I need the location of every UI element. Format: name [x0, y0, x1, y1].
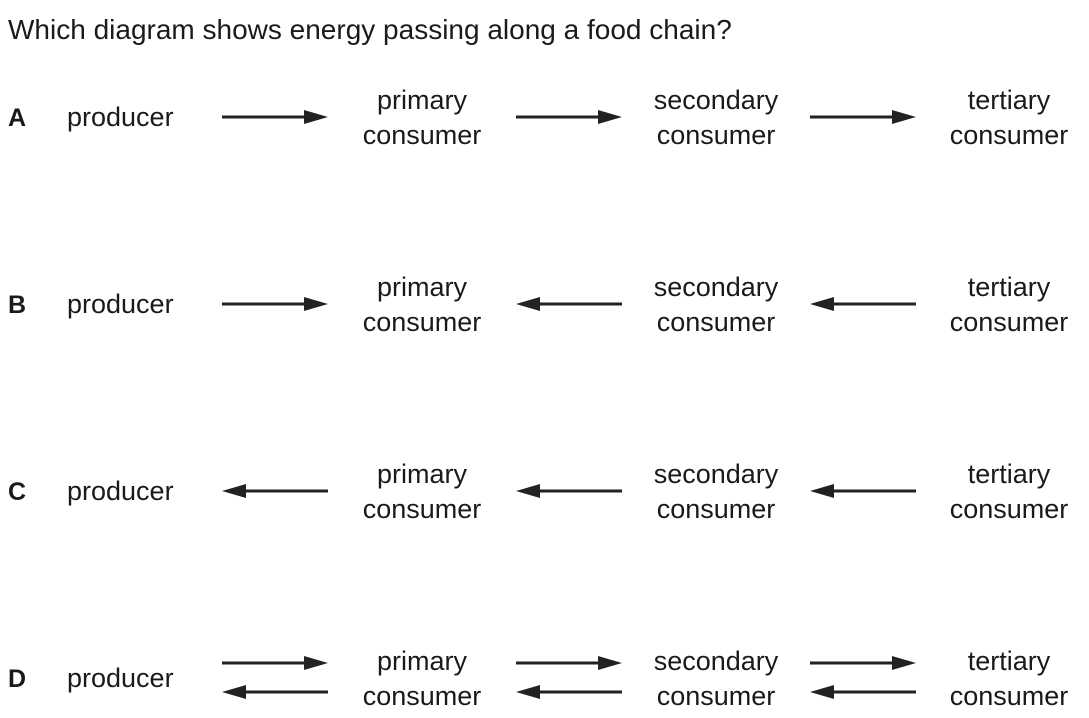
arrow-2: [516, 110, 622, 124]
arrow-right: [810, 110, 916, 124]
arrow-right: [222, 656, 328, 670]
producer-label: producer: [67, 476, 174, 506]
arrow-left: [810, 297, 916, 311]
arrow-1: [222, 297, 328, 311]
arrow-left: [222, 685, 328, 699]
arrow-1: [222, 656, 328, 699]
arrow-3: [810, 484, 916, 498]
arrow-right: [222, 110, 328, 124]
arrow-left: [810, 685, 916, 699]
arrow-3: [810, 110, 916, 124]
arrow-left: [516, 484, 622, 498]
arrow-2: [516, 297, 622, 311]
producer-label: producer: [67, 289, 174, 319]
producer-label: producer: [67, 102, 174, 132]
arrow-3: [810, 656, 916, 699]
arrow-right: [810, 656, 916, 670]
arrow-left: [810, 484, 916, 498]
arrow-2: [516, 656, 622, 699]
arrow-1: [222, 110, 328, 124]
arrow-2: [516, 484, 622, 498]
producer-label: producer: [67, 663, 174, 693]
option-letter: C: [8, 478, 27, 506]
arrow-1: [222, 484, 328, 498]
arrow-right: [516, 656, 622, 670]
arrow-left: [222, 484, 328, 498]
arrow-right: [222, 297, 328, 311]
arrow-3: [810, 297, 916, 311]
option-letter: B: [8, 291, 27, 319]
arrow-left: [516, 685, 622, 699]
arrow-left: [516, 297, 622, 311]
question-text: Which diagram shows energy passing along…: [8, 14, 732, 45]
arrow-right: [516, 110, 622, 124]
option-letter: D: [8, 665, 27, 693]
option-letter: A: [8, 104, 27, 132]
